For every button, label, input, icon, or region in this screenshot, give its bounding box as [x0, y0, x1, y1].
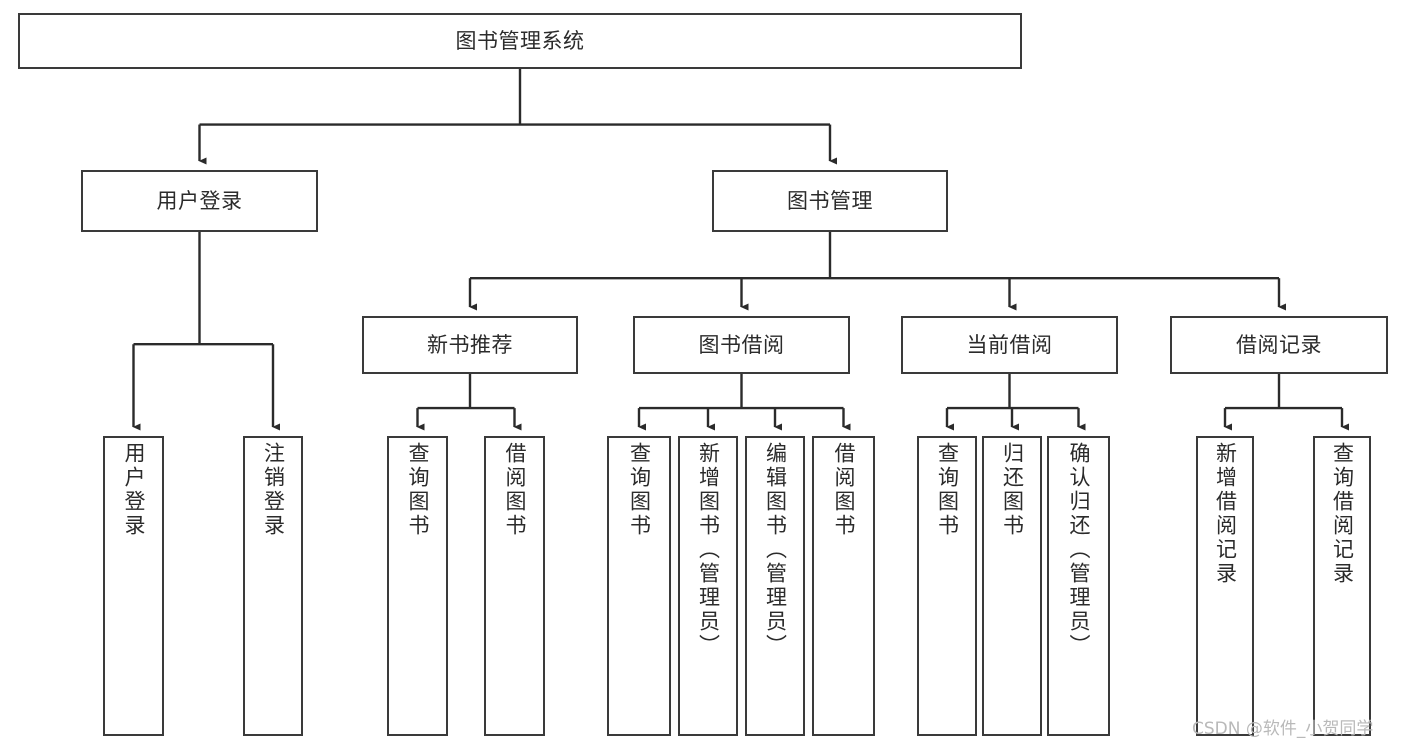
node-leaf-user-logout[interactable]: 注销登录 [243, 436, 303, 736]
node-leaf-nb-query[interactable]: 查询图书 [387, 436, 448, 736]
node-label: 查询图书 [935, 442, 960, 538]
node-label: 借阅图书 [832, 442, 856, 538]
node-leaf-cb-return[interactable]: 归还图书 [982, 436, 1042, 736]
node-l2-book[interactable]: 图书管理 [712, 170, 948, 232]
node-leaf-bw-query[interactable]: 查询图书 [607, 436, 671, 736]
node-label: 用户登录 [122, 442, 146, 538]
node-label: 编辑图书（管理员） [763, 442, 788, 658]
node-leaf-rc-add[interactable]: 新增借阅记录 [1196, 436, 1254, 736]
node-leaf-bw-lend[interactable]: 借阅图书 [812, 436, 875, 736]
node-label: 图书管理 [787, 188, 873, 213]
node-label: 确认归还（管理员） [1067, 442, 1091, 658]
node-label: 查询图书 [406, 442, 430, 538]
node-leaf-cb-confirm[interactable]: 确认归还（管理员） [1047, 436, 1110, 736]
node-root[interactable]: 图书管理系统 [18, 13, 1022, 69]
csdn-watermark: CSDN @软件_小贺同学 [1192, 719, 1374, 739]
node-l3-record[interactable]: 借阅记录 [1170, 316, 1388, 374]
node-label: 图书管理系统 [455, 28, 585, 53]
node-label: 用户登录 [156, 188, 243, 213]
node-l2-user[interactable]: 用户登录 [81, 170, 318, 232]
node-label: 当前借阅 [966, 332, 1053, 357]
node-leaf-rc-query[interactable]: 查询借阅记录 [1313, 436, 1371, 736]
node-label: 新增借阅记录 [1213, 442, 1238, 586]
node-label: 新增图书（管理员） [696, 442, 721, 658]
node-label: 查询借阅记录 [1330, 442, 1355, 586]
node-leaf-bw-add[interactable]: 新增图书（管理员） [678, 436, 738, 736]
node-label: 图书借阅 [698, 332, 785, 357]
node-l3-newbook[interactable]: 新书推荐 [362, 316, 578, 374]
node-label: 注销登录 [261, 442, 286, 538]
node-l3-current[interactable]: 当前借阅 [901, 316, 1118, 374]
node-label: 新书推荐 [427, 332, 513, 357]
node-leaf-bw-edit[interactable]: 编辑图书（管理员） [745, 436, 805, 736]
node-label: 查询图书 [627, 442, 652, 538]
node-label: 借阅记录 [1236, 332, 1322, 357]
node-leaf-cb-query[interactable]: 查询图书 [917, 436, 977, 736]
node-leaf-user-login[interactable]: 用户登录 [103, 436, 164, 736]
node-leaf-nb-borrow[interactable]: 借阅图书 [484, 436, 545, 736]
node-label: 借阅图书 [503, 442, 527, 538]
node-l3-borrow[interactable]: 图书借阅 [633, 316, 850, 374]
node-label: 归还图书 [1000, 442, 1025, 538]
